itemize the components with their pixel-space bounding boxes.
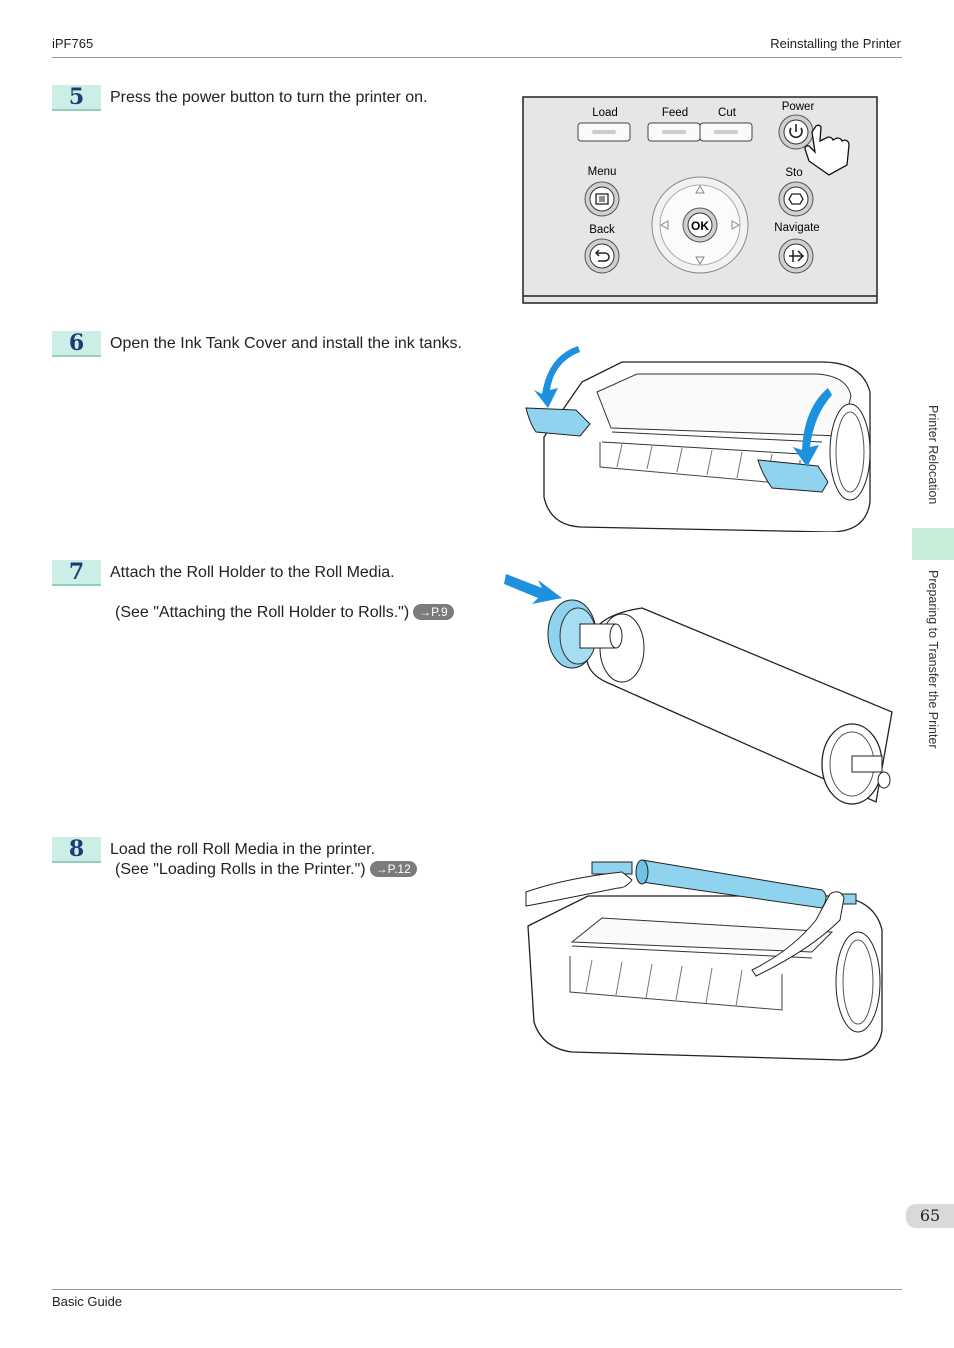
side-tab-active-marker [912,528,954,560]
panel-label-back: Back [589,224,615,236]
side-tab-preparing-to-transfer[interactable]: Preparing to Transfer the Printer [912,564,954,784]
step-number-8: 8 [52,837,101,863]
panel-label-stop: Sto [785,167,802,179]
step-number-6: 6 [52,331,101,357]
ink-tank-cover-illustration [525,346,871,532]
footer-title: Basic Guide [52,1294,123,1309]
step-8-see-text: (See "Loading Rolls in the Printer.") [115,861,366,878]
operation-panel-illustration: Load Feed Cut Power Menu Back OK Sto Nav… [522,96,878,304]
footer-rule [52,1289,902,1290]
step-5-text: Press the power button to turn the print… [110,89,428,106]
step-number-7: 7 [52,560,101,586]
step-number-5: 5 [52,85,101,111]
header-section: Reinstalling the Printer [770,36,901,51]
page-ref-link-p9[interactable]: →P.9 [413,604,454,620]
panel-label-feed: Feed [662,107,688,119]
step-8-reference: (See "Loading Rolls in the Printer.")→P.… [115,861,417,879]
page-ref-link-p12[interactable]: →P.12 [369,861,417,877]
panel-label-navigate: Navigate [774,222,819,234]
panel-label-power: Power [782,101,815,113]
step-7-see-text: (See "Attaching the Roll Holder to Rolls… [115,604,410,621]
side-tab-printer-relocation[interactable]: Printer Relocation [912,400,954,528]
panel-label-menu: Menu [588,166,617,178]
side-tab-1-label: Printer Relocation [926,405,940,505]
panel-label-load: Load [592,107,618,119]
page-number: 65 [906,1204,954,1228]
load-roll-illustration [525,859,883,1061]
step-7-reference: (See "Attaching the Roll Holder to Rolls… [115,604,454,622]
header-rule [52,57,902,58]
step-7-text: Attach the Roll Holder to the Roll Media… [110,564,395,581]
panel-label-cut: Cut [718,107,737,119]
header-model: iPF765 [52,36,94,51]
step-8-text: Load the roll Roll Media in the printer. [110,841,376,858]
roll-holder-illustration [504,574,893,805]
panel-ok-label: OK [691,219,709,233]
step-6-text: Open the Ink Tank Cover and install the … [110,335,462,352]
side-tab-2-label: Preparing to Transfer the Printer [926,570,940,749]
